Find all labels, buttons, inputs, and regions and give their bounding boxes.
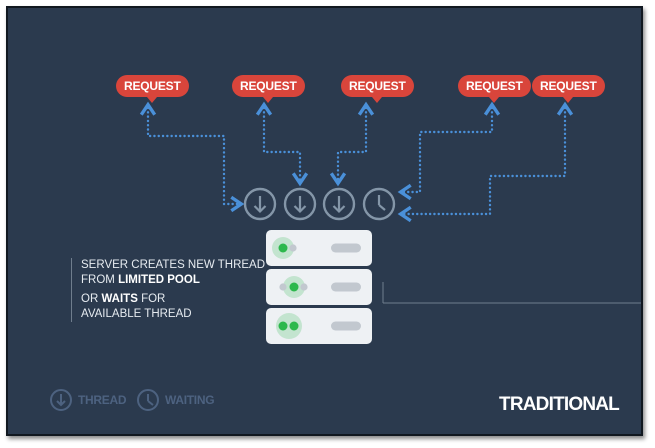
legend-thread-label: THREAD xyxy=(78,393,127,407)
connector-request-1 xyxy=(139,101,245,213)
diagram-panel: REQUEST REQUEST REQUEST REQUEST REQUEST … xyxy=(6,6,643,436)
legend-waiting-label: WAITING xyxy=(165,393,215,407)
server-unit-2 xyxy=(266,269,372,305)
request-bubble-3: REQUEST xyxy=(341,75,414,103)
legend-thread-icon xyxy=(50,389,72,411)
description-line-3-suffix: FOR xyxy=(137,293,166,305)
description-line-1: SERVER CREATES NEW THREAD xyxy=(81,259,266,271)
thread-icon xyxy=(253,196,267,214)
description-limited-pool: LIMITED POOL xyxy=(118,274,200,286)
connector-request-5 xyxy=(397,101,574,223)
description-line-3-prefix: OR xyxy=(81,293,102,305)
thread-icon xyxy=(332,196,346,214)
waiting-slot xyxy=(362,187,396,221)
thread-icon xyxy=(293,196,307,214)
description-text: SERVER CREATES NEW THREAD FROM LIMITED P… xyxy=(71,258,265,322)
request-bubble-4: REQUEST xyxy=(458,75,531,103)
description-line-2-prefix: FROM xyxy=(81,274,119,286)
connector-request-2 xyxy=(255,101,309,187)
request-bubble-2: REQUEST xyxy=(232,75,305,103)
diagram-title: TRADITIONAL xyxy=(499,394,620,415)
connector-request-3 xyxy=(329,101,375,187)
server-unit-1 xyxy=(266,230,372,266)
server-unit-3 xyxy=(266,308,372,344)
thread-slot-3 xyxy=(322,187,356,221)
description-line-4: AVAILABLE THREAD xyxy=(81,308,192,320)
thread-slot-2 xyxy=(283,187,317,221)
description-line-3: OR WAITS FOR xyxy=(81,292,265,307)
connector-request-4 xyxy=(397,101,501,201)
request-bubble-5: REQUEST xyxy=(532,75,605,103)
thread-slot-1 xyxy=(243,187,277,221)
legend-clock-icon xyxy=(137,389,159,411)
server-connection-line xyxy=(382,282,641,304)
diagram-canvas xyxy=(50,101,641,411)
server-stack xyxy=(266,230,372,344)
description-line-2: FROM LIMITED POOL xyxy=(81,273,265,288)
clock-icon xyxy=(377,195,386,211)
request-bubble-1: REQUEST xyxy=(116,75,189,103)
description-waits: WAITS xyxy=(101,293,138,305)
